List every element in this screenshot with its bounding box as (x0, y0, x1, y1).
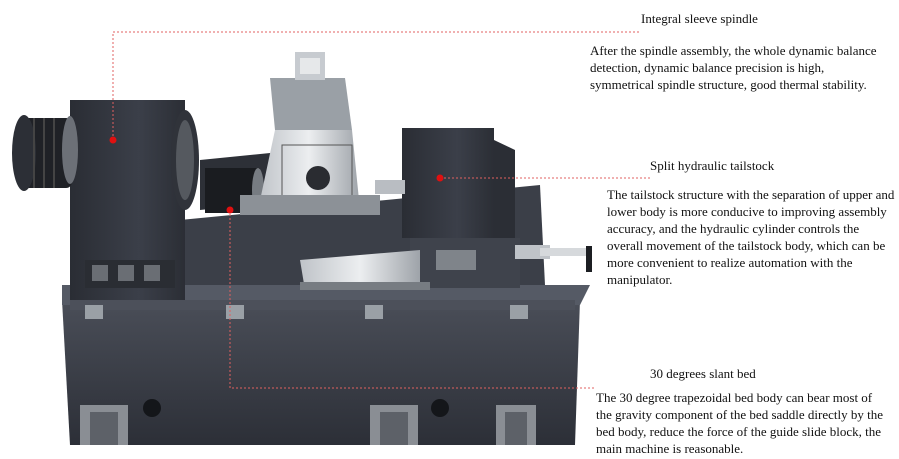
spindle-marker (109, 136, 117, 144)
tailstock-callout-description: The tailstock structure with the separat… (607, 187, 895, 287)
turret-tool-post (240, 52, 380, 215)
hydraulic-tailstock (375, 128, 592, 288)
callout-leader-lines (112, 31, 650, 389)
guide-rail (300, 250, 430, 290)
slant-bed-callout-title: 30 degrees slant bed (650, 366, 756, 381)
tailstock-callout-title: Split hydraulic tailstock (650, 158, 775, 173)
slant-bed-marker (226, 206, 234, 214)
tailstock-marker (436, 174, 444, 182)
spindle-pulley (12, 115, 78, 191)
spindle-headstock (70, 100, 199, 300)
slant-bed-base (62, 285, 590, 445)
slant-bed-callout-description: The 30 degree trapezoidal bed body can b… (596, 390, 883, 456)
spindle-callout-description: After the spindle assembly, the whole dy… (590, 43, 877, 92)
spindle-callout-title: Integral sleeve spindle (641, 11, 758, 26)
